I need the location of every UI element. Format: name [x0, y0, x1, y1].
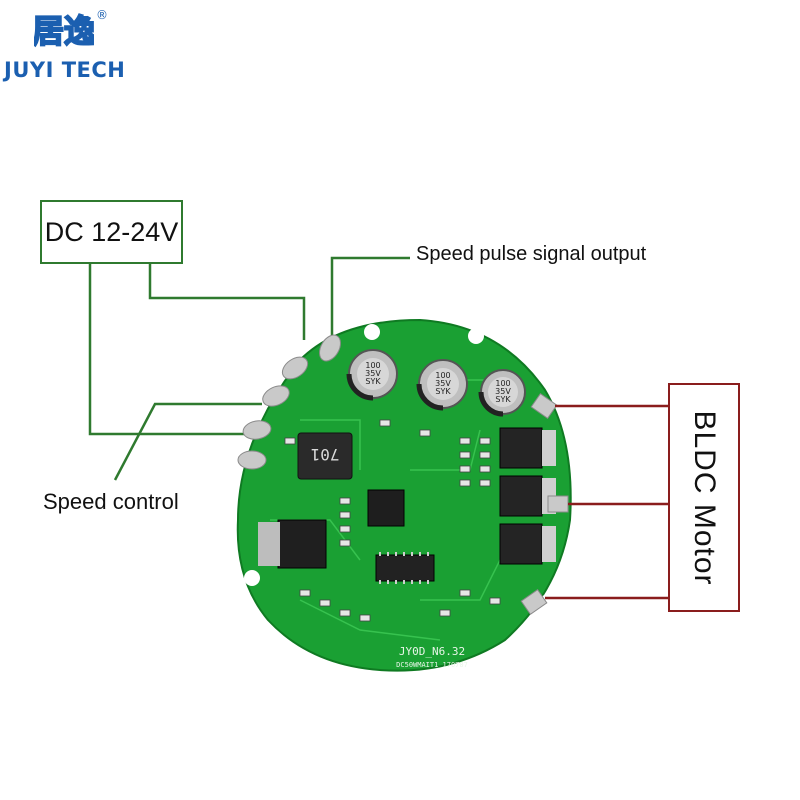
power-supply-label: DC 12-24V [40, 200, 183, 264]
regulator-tab [258, 522, 280, 566]
silkscreen-serial: DC50WMAIT1 170707 [396, 661, 468, 669]
power-wire-negative [88, 264, 245, 436]
driver-chip [375, 554, 435, 582]
mosfets [499, 427, 556, 565]
speed-pulse-label: Speed pulse signal output [416, 243, 647, 265]
power-wires [88, 256, 410, 481]
mcu-chip [367, 489, 405, 527]
input-pads [237, 334, 341, 470]
ic-chips [258, 489, 435, 584]
brand-logo: 居逸 ® JUYI TECH [0, 0, 140, 90]
pulse-wire [330, 256, 410, 340]
bldc-motor-box: BLDC Motor [668, 383, 740, 612]
power-wire-positive [148, 264, 306, 340]
bldc-motor-label: BLDC Motor [688, 409, 721, 586]
regulator-chip [277, 519, 327, 569]
brand-name: JUYI TECH [4, 58, 126, 82]
brand-logo-chars: 居逸 [34, 12, 94, 50]
registered-mark: ® [96, 8, 108, 22]
inductor-label: 701 [311, 445, 340, 464]
silkscreen-model: JY0D_N6.32 [399, 645, 465, 658]
inductor: 701 [297, 432, 353, 480]
smd-components [284, 419, 501, 622]
output-pads [520, 393, 569, 615]
speed-wire [113, 402, 262, 481]
speed-control-label: Speed control [43, 489, 179, 514]
brand-logo-mark: 居逸 [34, 11, 94, 50]
motor-wires [545, 404, 668, 600]
